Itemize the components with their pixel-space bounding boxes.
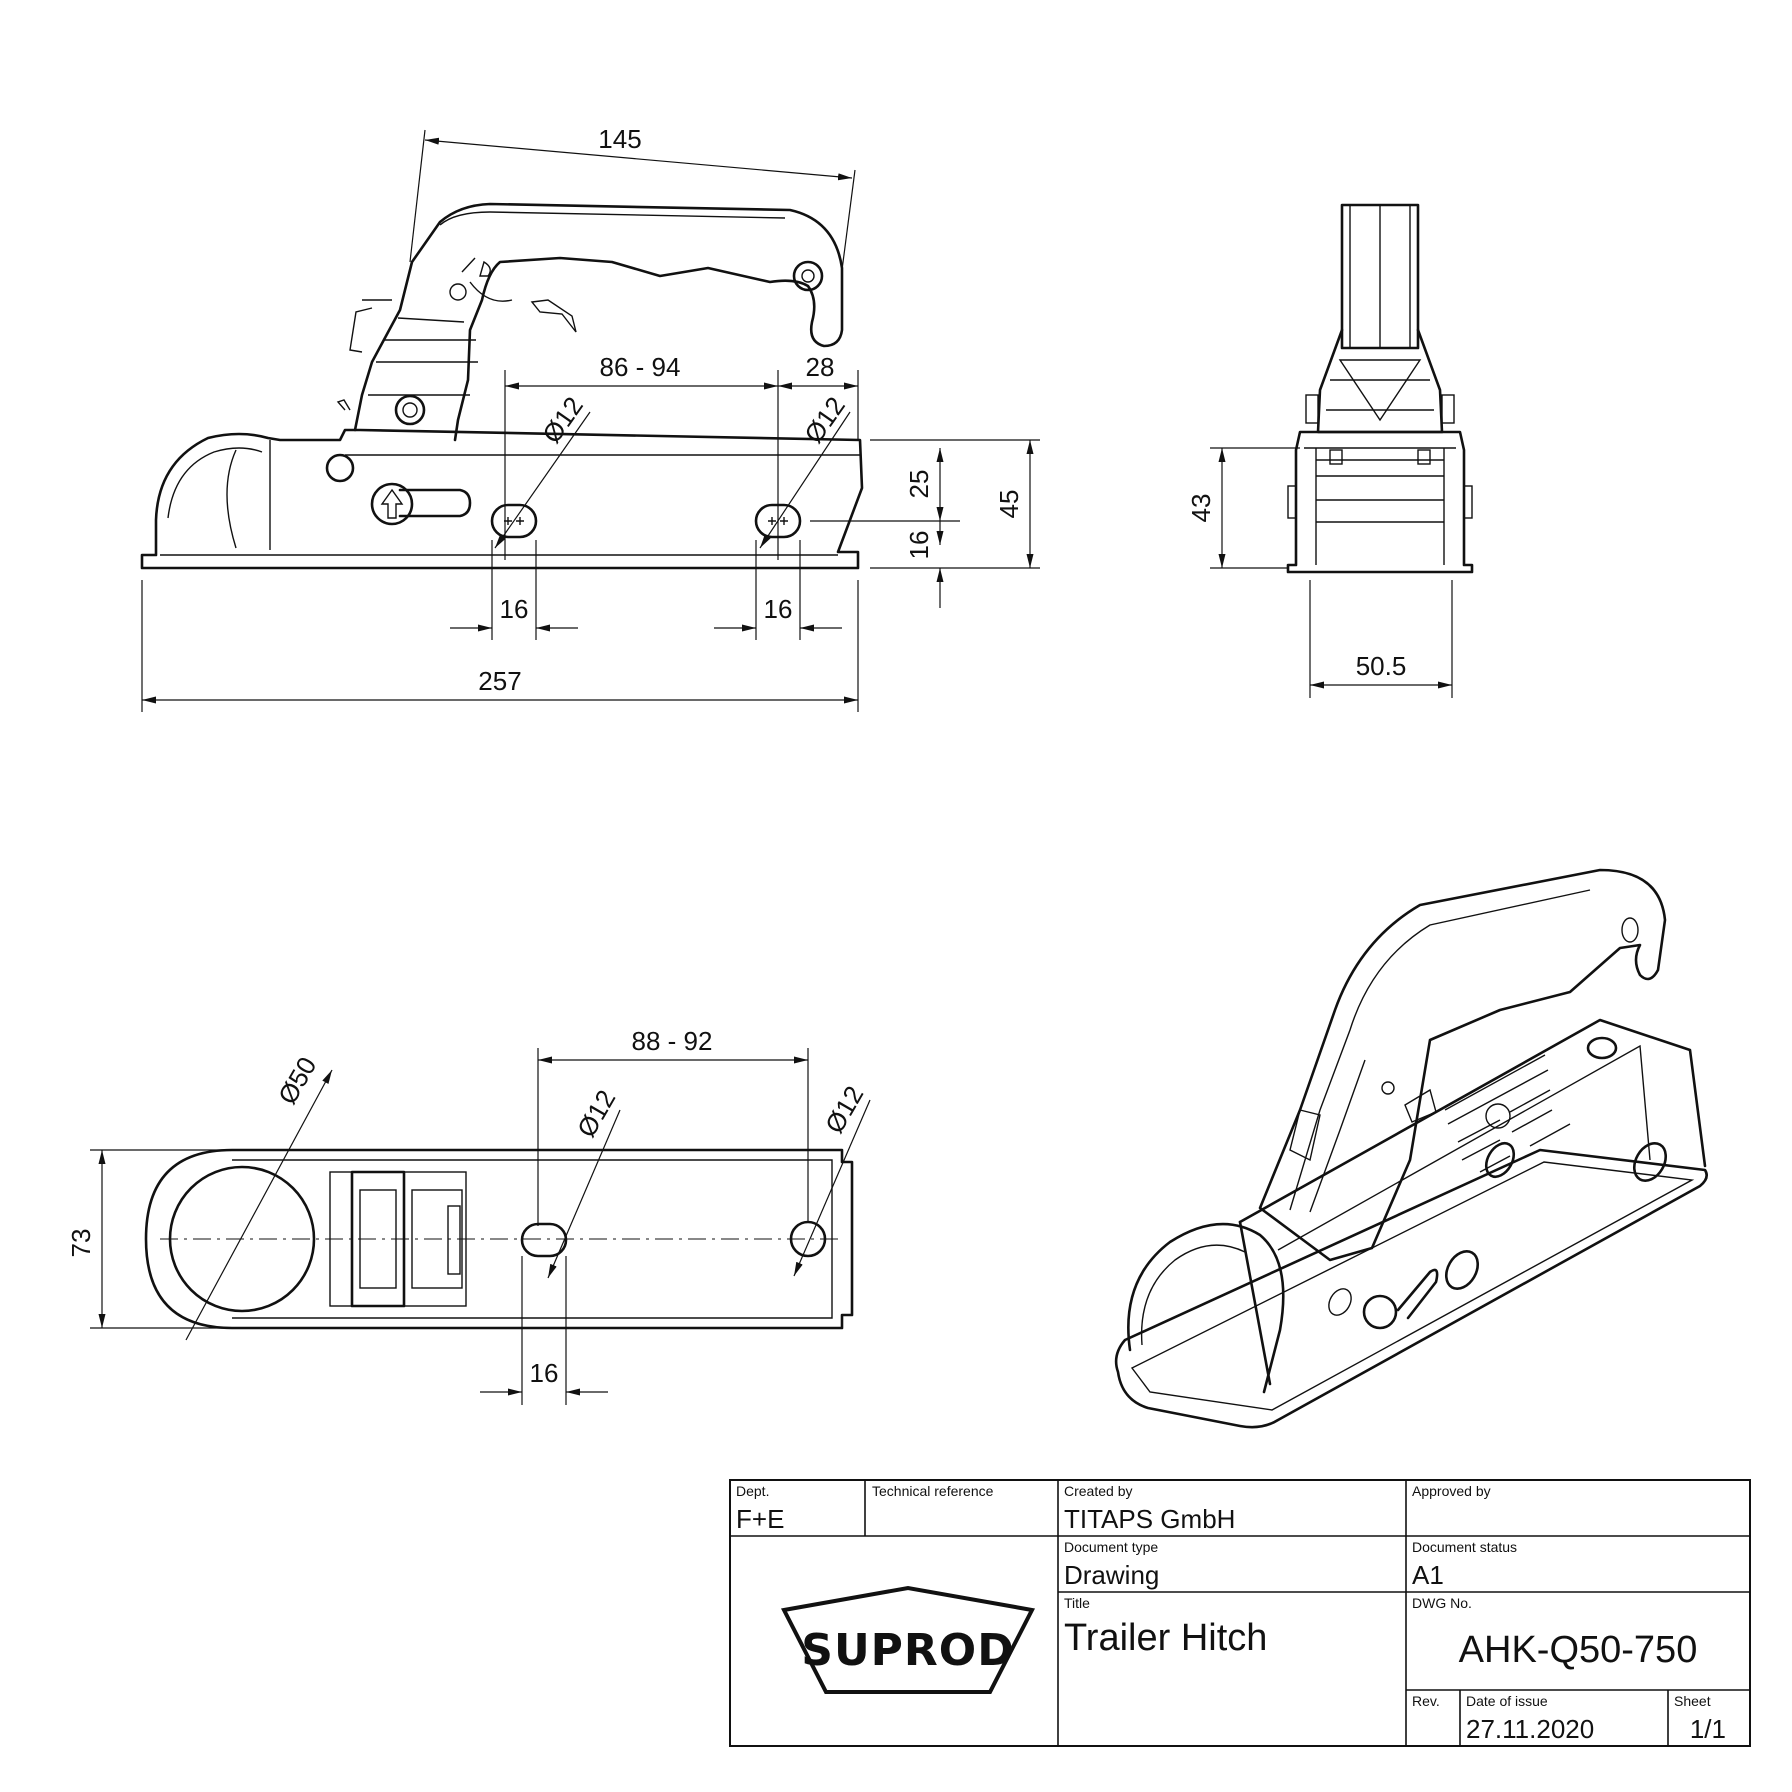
dwg-label: DWG No.: [1412, 1595, 1472, 1611]
date-label: Date of issue: [1466, 1693, 1548, 1709]
dim-front-width: 50.5: [1356, 651, 1407, 681]
dim-height-total: 45: [994, 490, 1024, 519]
dim-hole-spacing-side: 86 - 94: [600, 352, 681, 382]
approved-by-label: Approved by: [1412, 1483, 1491, 1499]
dim-slot-top: 16: [530, 1358, 559, 1388]
title-value: Trailer Hitch: [1064, 1617, 1267, 1659]
suprod-logo: SUPROD: [780, 1585, 1036, 1694]
dwg-value: AHK-Q50-750: [1459, 1629, 1698, 1671]
doc-type-value: Drawing: [1064, 1560, 1159, 1590]
rev-label: Rev.: [1412, 1693, 1440, 1709]
dim-handle-length: 145: [598, 124, 641, 154]
dim-overall-length: 257: [478, 666, 521, 696]
dim-front-height: 43: [1186, 494, 1216, 523]
dept-label: Dept.: [736, 1483, 769, 1499]
dim-hole-b-top: Ø12: [819, 1081, 870, 1139]
side-view: 145 86 - 94 28 Ø12 Ø12 25 16 45 16: [140, 124, 1040, 712]
dim-hole-a-top: Ø12: [571, 1085, 622, 1143]
doc-type-label: Document type: [1064, 1539, 1158, 1555]
dim-end-offset: 28: [806, 352, 835, 382]
dim-height-upper: 25: [904, 470, 934, 499]
embossed-brand-marking: [1444, 1054, 1571, 1173]
sheet-value: 1/1: [1690, 1714, 1726, 1744]
dim-slot-b-side: 16: [764, 594, 793, 624]
dim-top-width: 73: [66, 1229, 96, 1258]
date-value: 27.11.2020: [1466, 1714, 1594, 1744]
isometric-view: [1114, 868, 1708, 1429]
dept-value: F+E: [736, 1504, 784, 1534]
dim-hole-spacing-top: 88 - 92: [632, 1026, 713, 1056]
dim-hole-a-side: Ø12: [536, 391, 589, 448]
dim-height-lower: 16: [904, 531, 934, 560]
title-block: Dept. F+E Technical reference Created by…: [729, 1479, 1751, 1747]
dim-slot-a-side: 16: [500, 594, 529, 624]
doc-status-label: Document status: [1412, 1539, 1517, 1555]
created-by-value: TITAPS GmbH: [1064, 1504, 1235, 1534]
doc-status-value: A1: [1412, 1560, 1444, 1590]
created-by-label: Created by: [1064, 1483, 1132, 1499]
title-label: Title: [1064, 1595, 1090, 1611]
front-view: 43 50.5: [1186, 203, 1474, 698]
sheet-label: Sheet: [1674, 1693, 1711, 1709]
top-view: Ø50 88 - 92 Ø12 Ø12 73 16: [66, 1026, 871, 1405]
tech-ref-label: Technical reference: [872, 1483, 994, 1499]
logo-text: SUPROD: [801, 1625, 1014, 1676]
